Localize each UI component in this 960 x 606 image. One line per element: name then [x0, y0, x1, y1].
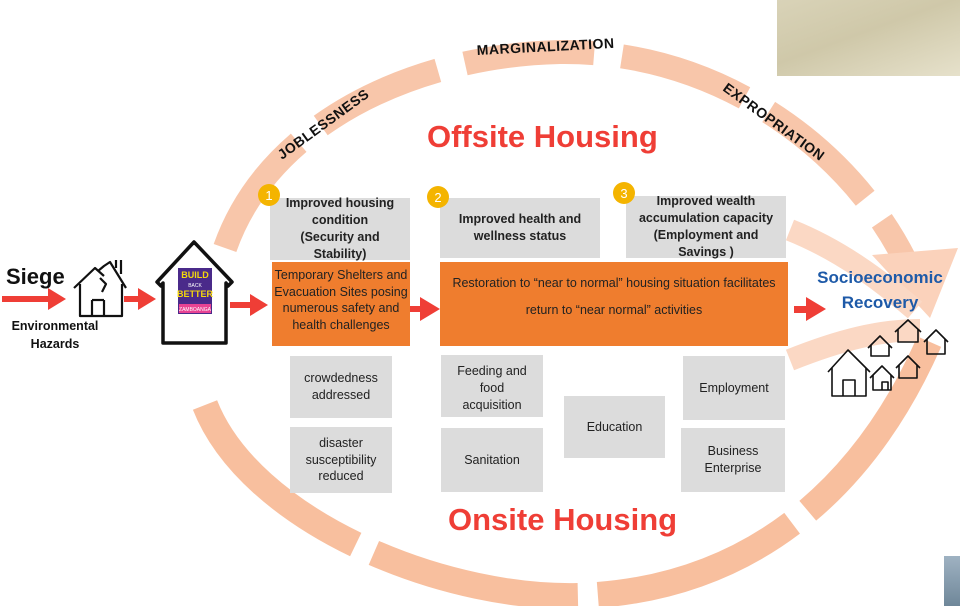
outcome-box-sanitation: Sanitation: [441, 428, 543, 492]
svg-text:BACK: BACK: [188, 283, 202, 289]
svg-text:BUILD: BUILD: [181, 270, 209, 280]
label-expropriation: EXPROPRIATION: [720, 79, 828, 163]
outcome-line: crowdedness: [304, 371, 378, 386]
offsite-housing-title: Offsite Housing: [427, 119, 658, 154]
step-badge-1: 1: [258, 184, 280, 206]
outcome-box-business: Business Enterprise: [681, 428, 785, 492]
label-marginalization: MARGINALIZATION: [476, 35, 615, 58]
flow-arrows: [2, 288, 826, 321]
upper-cycle-arc: [213, 39, 916, 266]
svg-text:BETTER: BETTER: [177, 289, 214, 299]
lower-cycle-arc: [192, 334, 942, 606]
socioeconomic-line: Recovery: [841, 292, 919, 312]
environmental-hazards-line: Environmental: [11, 319, 99, 333]
outcome-line: Business: [707, 444, 759, 459]
outcome-line: disaster: [319, 435, 363, 450]
restoration-line: Restoration to “near to normal” housing …: [452, 276, 776, 290]
background-photo-top-right: [777, 0, 960, 76]
houses-cluster-icon: [827, 319, 949, 397]
improvement-line: Improved wealth: [656, 194, 756, 209]
improvement-line: (Security and Stability): [300, 230, 380, 261]
environmental-hazards-label: Environmental Hazards: [0, 318, 110, 353]
restoration-line: return to “near normal” activities: [525, 303, 703, 317]
siege-label: Siege: [6, 264, 65, 289]
improvement-line: Improved health and: [458, 212, 582, 227]
shelter-line: Evacuation Sites posing: [274, 284, 408, 299]
step-badge-3: 3: [613, 182, 635, 204]
restoration-box: Restoration to “near to normal” housing …: [440, 262, 788, 346]
outcome-box-crowdedness: crowdedness addressed: [290, 356, 392, 418]
faint-arrow-1: [785, 219, 923, 319]
outcome-box-disaster: disaster susceptibility reduced: [290, 427, 392, 493]
outcome-line: addressed: [311, 388, 371, 402]
temporary-shelters-box: Temporary Shelters and Evacuation Sites …: [272, 262, 410, 346]
outcome-line: acquisition: [462, 397, 522, 412]
improvement-line: wellness status: [473, 229, 567, 243]
improvement-line: (Employment and Savings ): [653, 228, 759, 259]
upper-arc-arrowhead: [872, 248, 958, 318]
socioeconomic-line: Socioeconomic: [817, 268, 943, 287]
shelter-line: health challenges: [292, 317, 390, 332]
improvement-line: condition: [311, 213, 369, 228]
outcome-line: Feeding and food: [457, 364, 527, 395]
improvement-box-wealth: Improved wealth accumulation capacity (E…: [626, 194, 786, 259]
faint-arrow-2: [785, 319, 921, 371]
background-photo-bottom-right: [944, 556, 960, 606]
shelter-line: numerous safety and: [282, 301, 400, 316]
outcome-box-feeding: Feeding and food acquisition: [441, 355, 543, 417]
outcome-line: susceptibility: [305, 452, 377, 467]
improvement-line: Improved housing: [285, 196, 395, 211]
outcome-line: Education: [586, 419, 643, 434]
socioeconomic-recovery-label: Socioeconomic Recovery: [800, 266, 960, 315]
shelter-line: Temporary Shelters and: [274, 268, 408, 282]
outcome-line: Sanitation: [464, 452, 520, 467]
improvement-box-health: Improved health and wellness status: [440, 198, 600, 258]
svg-text:ZAMBOANGA: ZAMBOANGA: [179, 307, 212, 313]
environmental-hazards-line: Hazards: [30, 336, 80, 351]
outcome-line: Employment: [699, 380, 769, 395]
improvement-box-housing: Improved housing condition (Security and…: [270, 196, 410, 261]
build-back-better-house-icon: BUILD BACK BETTER ZAMBOANGA: [155, 240, 234, 345]
outcome-box-employment: Employment: [683, 356, 785, 420]
damaged-house-icon: [73, 260, 127, 318]
outcome-line: Enterprise: [704, 461, 762, 475]
step-badge-2: 2: [427, 186, 449, 208]
label-joblessness: JOBLESSNESS: [274, 85, 372, 162]
outcome-line: reduced: [318, 469, 364, 484]
outcome-box-education: Education: [564, 396, 665, 458]
improvement-line: accumulation capacity: [638, 211, 774, 226]
onsite-housing-title: Onsite Housing: [448, 502, 678, 537]
